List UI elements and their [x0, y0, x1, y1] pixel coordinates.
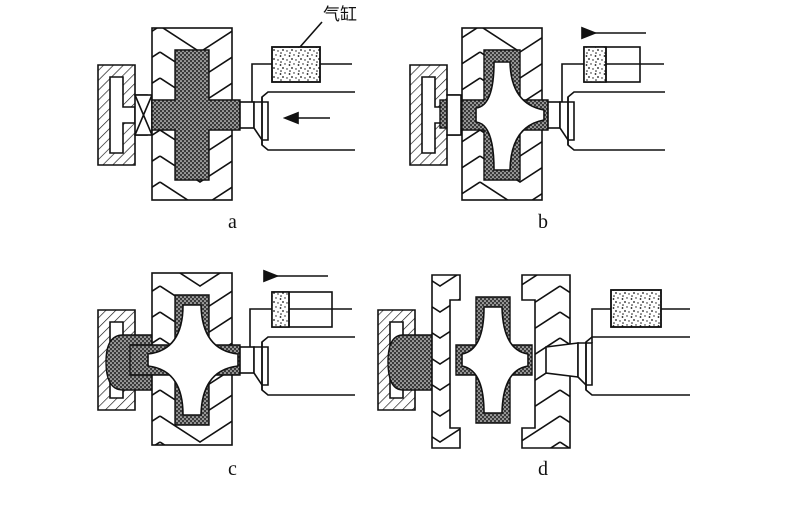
nozzle-tip — [547, 101, 561, 129]
panel-b: b — [409, 26, 665, 233]
panel-c: c — [97, 269, 355, 480]
filled-cavity — [151, 49, 241, 181]
nozzle — [253, 346, 269, 386]
nozzle — [253, 101, 269, 141]
panel-a: 气缸 a — [97, 4, 357, 233]
gas-cylinder-piston — [271, 46, 321, 83]
barrel — [261, 91, 355, 151]
nozzle — [559, 101, 575, 141]
panel-caption-b: b — [538, 211, 548, 233]
mold-left-half — [431, 274, 461, 449]
gas-core — [147, 304, 239, 416]
nozzle-tip — [239, 101, 255, 129]
nozzle-tip — [545, 342, 579, 378]
connector — [134, 94, 153, 136]
barrel — [585, 336, 690, 396]
gas-cylinder-piston — [610, 289, 662, 328]
panel-caption-a: a — [228, 211, 237, 233]
overflow-melt — [387, 334, 433, 391]
gas-cylinder-charge — [583, 46, 607, 83]
gas-cylinder-charge — [271, 291, 290, 328]
gas-cylinder-label: 气缸 — [323, 4, 357, 24]
barrel — [261, 336, 355, 396]
part-hollow — [461, 306, 529, 414]
gas-core — [475, 61, 545, 171]
connector — [439, 94, 463, 136]
nozzle-tip — [239, 346, 255, 374]
barrel — [567, 91, 665, 151]
panel-caption-d: d — [538, 458, 548, 480]
panel-caption-c: c — [228, 458, 237, 480]
panel-d: d — [377, 274, 690, 480]
nozzle — [577, 342, 593, 386]
